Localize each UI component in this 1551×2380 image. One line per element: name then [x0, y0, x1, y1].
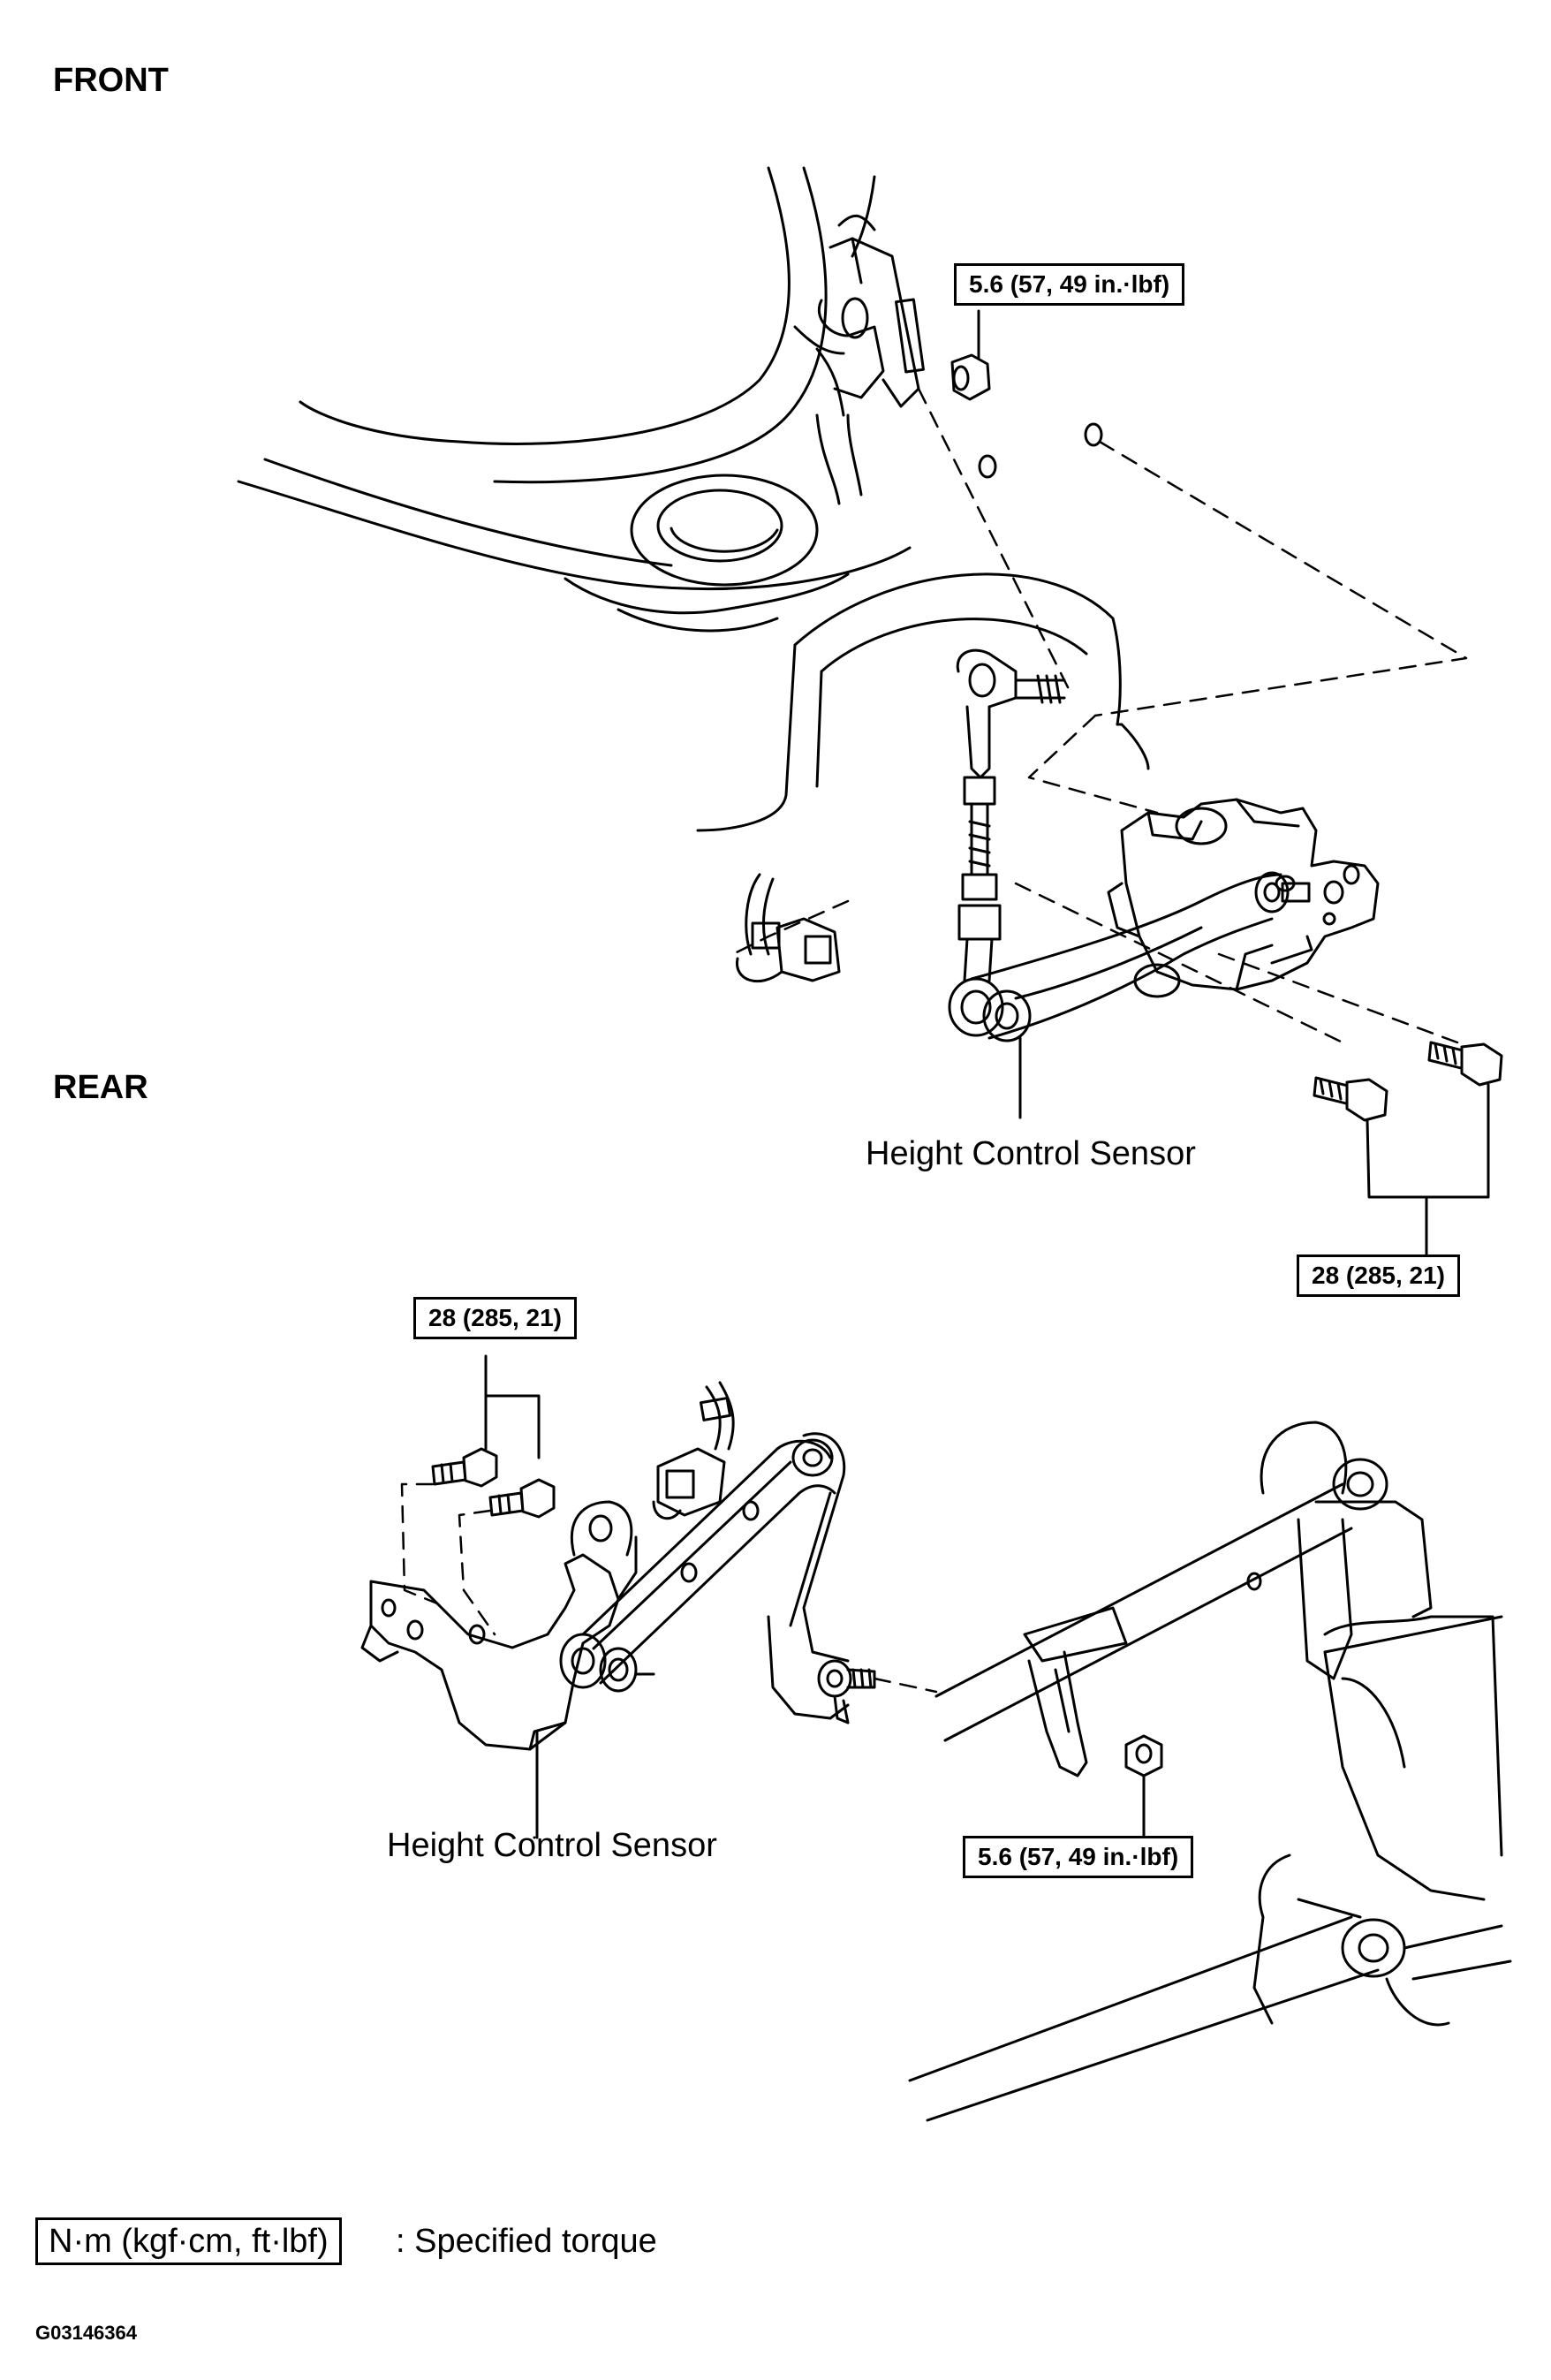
front-body-panel — [237, 166, 1150, 832]
front-bolt-torque-label: 28 (285, 21) — [1297, 1254, 1460, 1297]
front-height-control-sensor-label: Height Control Sensor — [866, 1135, 1196, 1172]
rear-bracket — [360, 1500, 638, 1751]
front-bolt-1-icon — [1313, 1076, 1388, 1122]
rear-assembly-guide-lines — [400, 1482, 938, 1694]
front-link-rod — [956, 648, 1066, 982]
front-brake-hose-bracket — [793, 175, 925, 505]
front-leader-lines — [1018, 1036, 1490, 1256]
front-nut-torque-label: 5.6 (57, 49 in.·lbf) — [954, 263, 1185, 306]
rear-bolt-torque-label: 28 (285, 21) — [413, 1297, 577, 1339]
front-bolt-2-icon — [1427, 1041, 1503, 1087]
front-flange-nut-icon — [950, 309, 991, 401]
legend-torque-units-box: N·m (kgf·cm, ft·lbf) — [35, 2217, 342, 2265]
legend-description: : Specified torque — [396, 2223, 657, 2260]
rear-bolt-2-icon — [488, 1478, 556, 1519]
rear-axle-assembly — [908, 1421, 1512, 2122]
section-heading-rear: REAR — [53, 1069, 148, 1106]
figure-id: G03146364 — [35, 2322, 137, 2344]
section-heading-front: FRONT — [53, 62, 169, 99]
front-mounting-holes — [978, 422, 1103, 479]
rear-sensor-arm — [559, 1432, 876, 1724]
rear-nut-torque-label: 5.6 (57, 49 in.·lbf) — [963, 1836, 1194, 1878]
rear-height-control-sensor-label: Height Control Sensor — [387, 1827, 717, 1864]
front-sensor-body — [948, 798, 1380, 1042]
front-assembly-guide-lines — [731, 387, 1468, 1044]
rear-leader-lines — [484, 1354, 1146, 1839]
rear-connector — [652, 1381, 735, 1520]
rear-bolt-1-icon — [431, 1447, 498, 1488]
front-connector — [736, 873, 841, 983]
